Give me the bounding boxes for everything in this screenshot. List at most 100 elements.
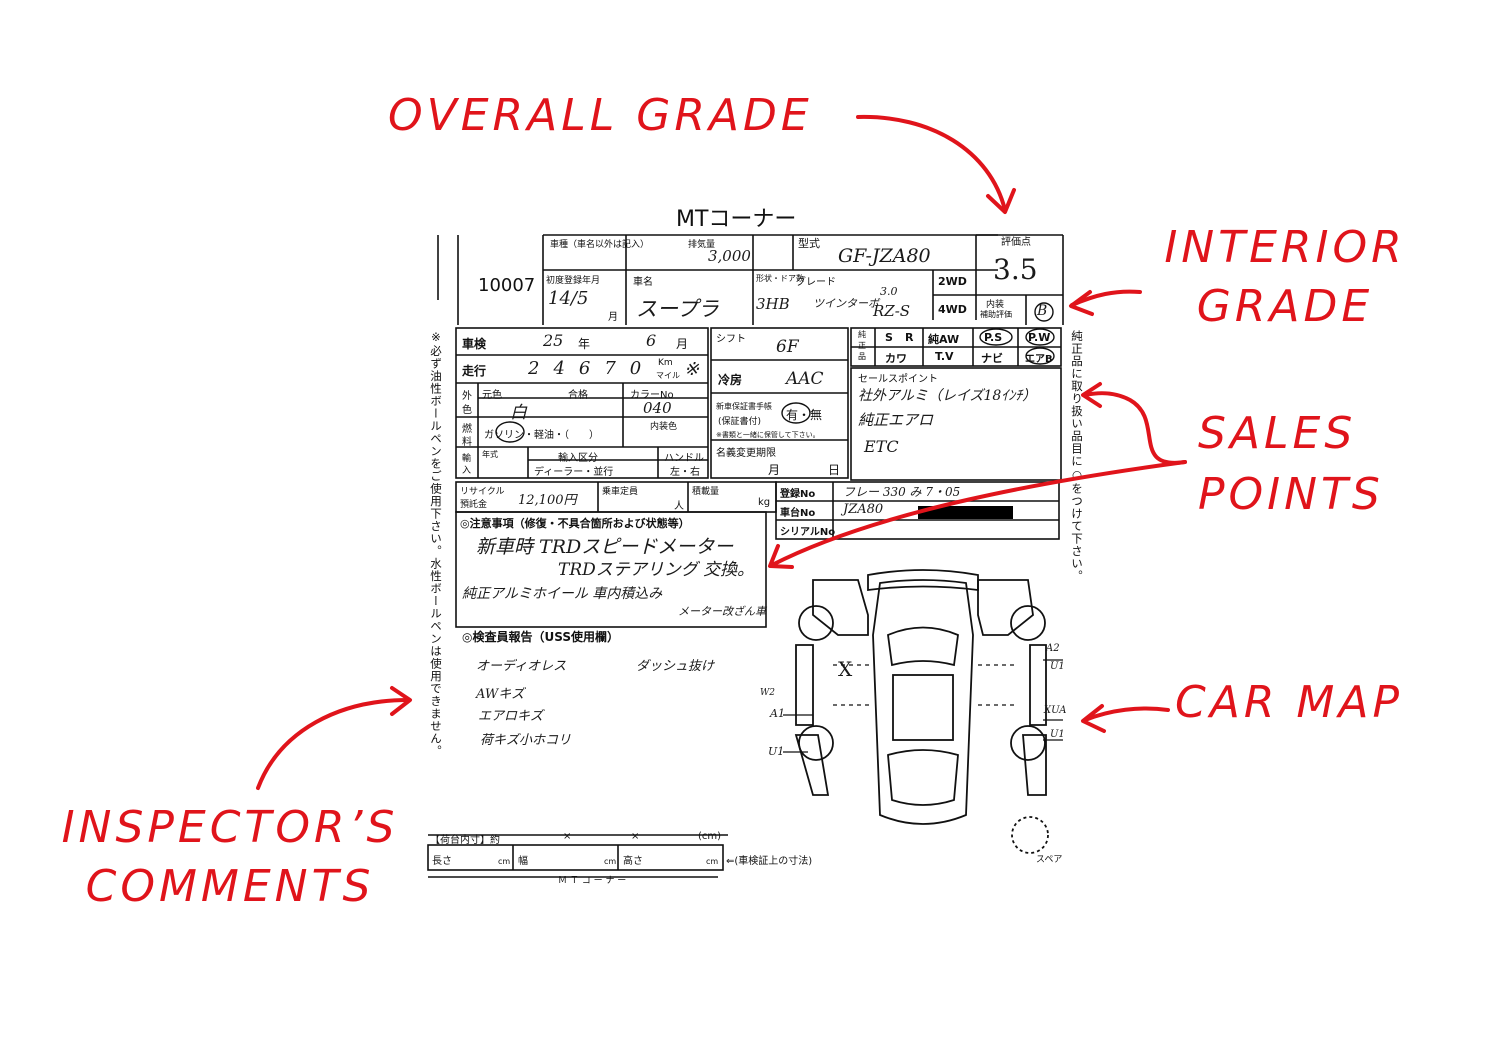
make-value: スープラ: [636, 297, 719, 321]
model-label: 型式: [798, 237, 820, 250]
sales-points-line-3: ETC: [864, 437, 899, 456]
left-vertical-note: ※必ず油性ボールペンをご使用下さい。水性ボールペンは使用できません。: [429, 330, 443, 758]
exterior-color-label-2: 色: [462, 405, 472, 416]
score-label: 評価点: [1001, 237, 1031, 248]
width-label: 幅: [518, 856, 528, 867]
fuel-label-1: 燃: [462, 424, 472, 435]
interior-grade-callout-line2: GRADE: [1196, 280, 1374, 332]
cargo-size-label: 【荷台内寸】約: [430, 835, 500, 846]
sales-points-upper-arrowhead: [1081, 382, 1102, 408]
ac-value: AAC: [786, 369, 824, 389]
interior-b-circle-mark: [1034, 302, 1054, 322]
notes-line-1: 新車時 TRDスピードメーター: [476, 536, 734, 558]
handle-value: 左・右: [670, 467, 700, 478]
cargo-times-2: ×: [631, 831, 640, 842]
drive-4wd-label: 4WD: [938, 303, 967, 316]
mileage-mark: ※: [684, 359, 700, 380]
notes-line-3: 純正アルミホイール 車内積込み: [462, 586, 663, 602]
import-label-1: 輸: [462, 454, 472, 464]
interior-grade-label-1: 内装: [986, 300, 1005, 310]
original-color-label: 元色: [482, 390, 502, 401]
car-map-x-mark: X: [838, 657, 853, 681]
sales-points-label: セールスポイント: [858, 374, 938, 385]
car-map-w2-left: W2: [760, 688, 775, 698]
grade-label: グレード: [796, 277, 836, 288]
make-label: 車名: [633, 277, 653, 288]
sales-points-callout: SALES POINTS: [1198, 408, 1384, 522]
sheet-grid-lines: [427, 234, 1064, 878]
chassis-redaction: [918, 506, 1013, 519]
lot-number: 10007: [478, 275, 536, 296]
notes-line-2: TRDステアリング 交換。: [558, 560, 755, 580]
car-map-u1-right-top: U1: [1050, 661, 1065, 672]
car-map-diagram: [783, 569, 1063, 854]
option-sunroof: S: [885, 331, 893, 344]
fuel-label-2: 料: [462, 437, 472, 448]
option-leather: カワ: [885, 352, 907, 365]
sales-points-upper-arrow: [1083, 391, 1187, 465]
inspector-line-4: エアロキズ: [478, 709, 544, 724]
car-map-u1-right-bottom: U1: [1050, 729, 1065, 740]
inspector-comments-arrowhead: [390, 686, 412, 716]
overall-grade-arrowhead: [986, 188, 1016, 214]
mile-label: マイル: [656, 371, 680, 380]
reg-no-label: 登録No: [780, 489, 816, 500]
overall-score-value: 3.5: [993, 253, 1038, 286]
pass-label: 合格: [568, 390, 588, 401]
manual-label-2: (保証書付): [718, 417, 762, 427]
pw-circle-mark: [1025, 328, 1055, 346]
car-map-arrow: [1083, 706, 1170, 722]
import-label-2: 入: [462, 466, 472, 476]
interior-grade-label-2: 補助評価: [980, 310, 1012, 319]
model-value: GF-JZA80: [838, 245, 931, 267]
car-name-label: 車種（車名以外は記入）: [550, 240, 650, 250]
option-genuine-aw: 純AW: [928, 333, 960, 346]
displacement-label: 排気量: [688, 240, 716, 250]
shift-value: 6F: [776, 337, 799, 357]
length-label: 長さ: [432, 856, 452, 867]
car-map-a2-right: A2: [1046, 643, 1060, 654]
manual-label-1: 新車保証書手帳: [716, 402, 772, 411]
grade-value-2: ツインターボ: [813, 297, 879, 310]
inspector-line-1: オーディオレス: [476, 659, 567, 674]
cargo-cm-label: (cm): [698, 831, 722, 842]
gasoline-circle-mark: [495, 421, 525, 443]
option-airbag: エアB: [1025, 354, 1053, 365]
length-cm: cm: [498, 857, 511, 866]
import-class-label: 輸入区分: [558, 453, 598, 464]
options-row-label-1: 純: [858, 330, 866, 339]
handle-label: ハンドル: [664, 453, 704, 464]
km-label: Km: [658, 358, 673, 368]
sales-points-lower-arrow: [770, 460, 1187, 567]
name-change-day: 日: [828, 463, 841, 477]
overall-grade-callout: OVERALL GRADE: [388, 90, 813, 141]
recycle-value: 12,100円: [518, 493, 577, 508]
chassis-label: 車台No: [780, 508, 816, 519]
options-row-label-3: 品: [858, 352, 866, 361]
airbag-circle-mark: [1025, 347, 1055, 365]
shaken-year-char: 年: [578, 337, 591, 351]
option-power-windows: P.W: [1028, 331, 1051, 344]
car-map-a1-left: A1: [770, 707, 785, 720]
exterior-color-value: 白: [510, 403, 527, 423]
import-class-value: ディーラー・並行: [534, 467, 614, 478]
inspector-comments-callout-line1: INSPECTOR’S: [61, 802, 399, 853]
drive-2wd-label: 2WD: [938, 275, 967, 288]
chassis-value: JZA80: [843, 502, 884, 517]
ps-circle-mark: [979, 328, 1013, 346]
load-label: 積載量: [692, 487, 720, 497]
first-registration-month: 月: [608, 312, 618, 323]
serial-label: シリアルNo: [780, 527, 836, 538]
capacity-label: 乗車定員: [602, 487, 639, 497]
height-cm: cm: [706, 857, 719, 866]
has-manual-circle-mark: [781, 402, 811, 424]
height-label: 高さ: [623, 856, 643, 867]
shift-label: シフト: [716, 334, 746, 345]
first-registration-value: 14/5: [548, 288, 589, 309]
color-no-label: カラーNo: [630, 390, 674, 401]
shaken-label: 車検: [462, 337, 487, 351]
shaken-year-value: 25: [543, 331, 564, 350]
notes-label: ◎注意事項（修復・不具合箇所および状態等）: [460, 517, 690, 530]
name-change-month: 月: [768, 463, 781, 477]
inspector-line-2: ダッシュ抜け: [636, 659, 715, 674]
